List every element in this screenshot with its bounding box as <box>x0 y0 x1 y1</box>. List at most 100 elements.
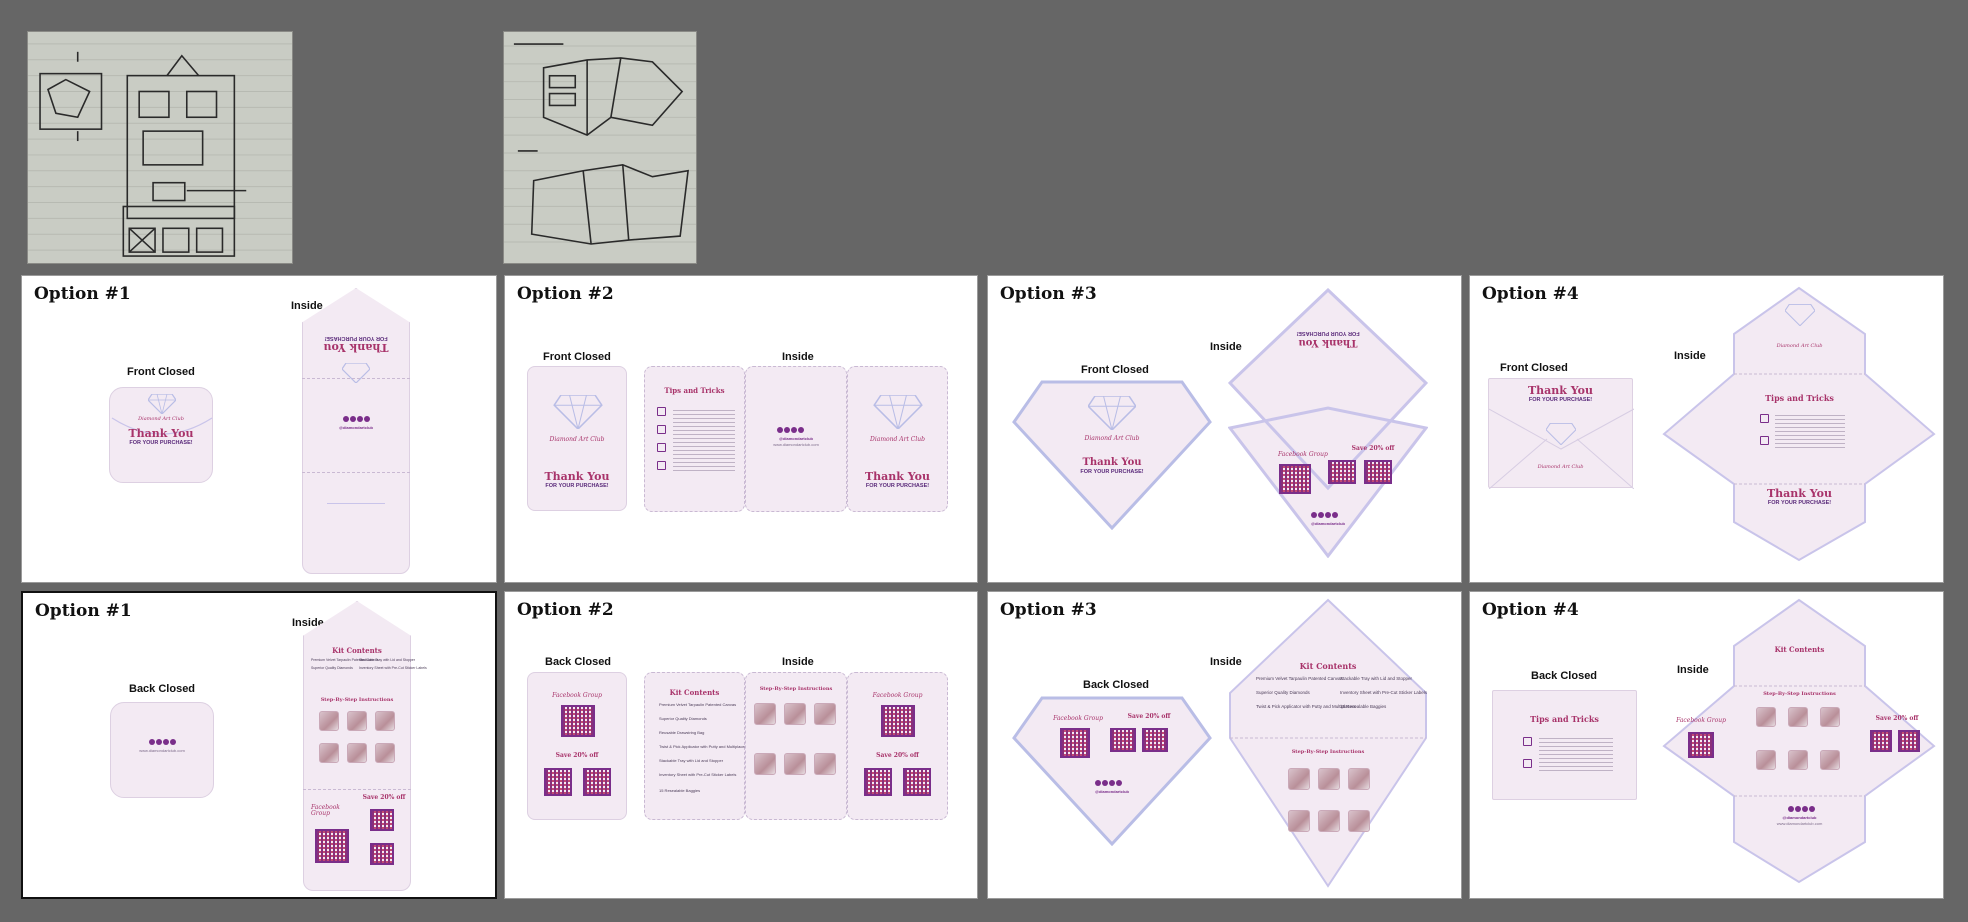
step-photo <box>1756 707 1776 727</box>
inside-center-panel[interactable]: Step-By-Step Instructions <box>745 672 847 820</box>
kit-item: Superior Quality Diamonds <box>311 666 353 670</box>
board-option-4-back[interactable]: Option #4 Back Closed Inside Tips and Tr… <box>1469 591 1944 899</box>
inside-panel[interactable] <box>1228 598 1428 888</box>
inside-left-panel[interactable]: Kit Contents Premium Velvet Tarpaulin Pa… <box>644 672 748 820</box>
tip-icon <box>1760 414 1769 423</box>
for-purchase-text: FOR YOUR PURCHASE! <box>1296 330 1360 336</box>
kit-item: 15 Resealable Baggies <box>659 788 701 793</box>
front-closed-label: Front Closed <box>127 366 195 378</box>
facebook-group-text: Facebook Group <box>872 692 923 699</box>
back-closed-card[interactable]: Facebook Group Save 20% off <box>527 672 627 820</box>
back-closed-label: Back Closed <box>1083 679 1150 691</box>
inside-panel[interactable] <box>302 288 410 574</box>
handle-text: @diamondartclub <box>779 436 813 441</box>
diamond-icon <box>1785 304 1815 326</box>
back-closed-card[interactable]: Tips and Tricks <box>1492 690 1637 800</box>
inside-left-panel[interactable]: Tips and Tricks <box>644 366 745 512</box>
for-purchase-text: FOR YOUR PURCHASE! <box>545 483 609 489</box>
website-text: www.diamondartclub.com <box>773 442 819 447</box>
social-icons <box>149 739 176 745</box>
inside-label: Inside <box>1210 341 1242 353</box>
social-icons <box>1095 780 1122 786</box>
inside-right-panel[interactable]: Diamond Art Club Thank You FOR YOUR PURC… <box>847 366 948 512</box>
qr-code-icon <box>1870 730 1892 752</box>
front-closed-label: Front Closed <box>1500 362 1568 374</box>
save-offer-text: Save 20% off <box>1875 715 1919 722</box>
back-closed-card[interactable]: www.diamondartclub.com <box>110 702 214 798</box>
thank-you-flipped: Thank You FOR YOUR PURCHASE! <box>1228 321 1428 351</box>
qr-code-icon <box>903 768 931 796</box>
kit-item: Superior Quality Diamonds <box>659 716 707 721</box>
front-closed-label: Front Closed <box>1081 364 1149 376</box>
sketch-photo-2[interactable] <box>503 31 697 264</box>
inside-center-panel[interactable]: @diamondartclub www.diamondartclub.com <box>745 366 847 512</box>
save-offer-text: Save 20% off <box>1127 713 1171 720</box>
step-photo <box>784 703 806 725</box>
step-photo <box>814 753 836 775</box>
kit-item: Twist & Pick Applicator with Putty and M… <box>659 744 748 749</box>
board-option-2-front[interactable]: Option #2 Front Closed Inside Diamond Ar… <box>504 275 978 583</box>
qr-code-icon <box>864 768 892 796</box>
board-title: Option #2 <box>517 284 614 304</box>
for-purchase-text: FOR YOUR PURCHASE! <box>1767 500 1832 506</box>
board-option-3-front[interactable]: Option #3 Front Closed Inside Diamond Ar… <box>987 275 1462 583</box>
diamond-icon <box>1088 396 1136 430</box>
website-text: www.diamondartclub.com <box>1776 821 1823 826</box>
front-closed-card[interactable]: Thank You FOR YOUR PURCHASE! Diamond Art… <box>1488 378 1634 489</box>
thank-you-flipped: Thank You FOR YOUR PURCHASE! <box>302 321 410 361</box>
kit-item: 15 Resealable Baggies <box>1340 704 1387 709</box>
qr-code-icon <box>544 768 572 796</box>
step-photo <box>1756 750 1776 770</box>
tip-icon <box>1523 759 1532 768</box>
hand-sketch-drawing <box>28 43 292 257</box>
tip-icon <box>1760 436 1769 445</box>
inside-panel[interactable] <box>1662 596 1937 886</box>
board-option-1-front[interactable]: Option #1 Front Closed Inside Diamond Ar… <box>21 275 497 583</box>
kit-item: Twist & Pick Applicator with Putty and M… <box>1256 704 1357 709</box>
step-photo <box>1348 768 1370 790</box>
kit-item: Stackable Tray with Lid and Stopper <box>359 658 416 662</box>
diamond-icon <box>1546 423 1576 445</box>
front-closed-card[interactable]: Diamond Art Club Thank You FOR YOUR PURC… <box>109 387 213 483</box>
inside-label: Inside <box>782 656 814 668</box>
step-photo <box>347 711 367 731</box>
qr-code-icon <box>1110 728 1136 752</box>
inside-right-panel[interactable]: Facebook Group Save 20% off <box>847 672 948 820</box>
qr-code-icon <box>1060 728 1090 758</box>
save-offer-text: Save 20% off <box>362 794 406 801</box>
board-option-1-back[interactable]: Option #1 Back Closed Inside www.diamond… <box>21 591 497 899</box>
qr-code-icon <box>1898 730 1920 752</box>
board-option-4-front[interactable]: Option #4 Front Closed Inside Thank You … <box>1469 275 1944 583</box>
front-closed-card[interactable]: Diamond Art Club Thank You FOR YOUR PURC… <box>527 366 627 511</box>
tip-icon <box>657 407 666 416</box>
tips-title: Tips and Tricks <box>664 386 725 395</box>
kit-title: Kit Contents <box>332 646 382 655</box>
qr-code-icon <box>315 829 349 863</box>
step-photo <box>1820 707 1840 727</box>
inside-label: Inside <box>1677 664 1709 676</box>
envelope-folds <box>1489 408 1634 489</box>
kit-title: Kit Contents <box>1299 661 1357 671</box>
board-option-2-back[interactable]: Option #2 Back Closed Inside Facebook Gr… <box>504 591 978 899</box>
for-purchase-text: FOR YOUR PURCHASE! <box>1080 469 1144 475</box>
board-title: Option #1 <box>35 601 132 621</box>
step-photo <box>1318 768 1340 790</box>
kit-item: Premium Velvet Tarpaulin Patented Canvas <box>311 658 379 662</box>
board-title: Option #3 <box>1000 284 1097 304</box>
board-option-3-back[interactable]: Option #3 Back Closed Inside Facebook Gr… <box>987 591 1462 899</box>
save-offer-text: Save 20% off <box>876 752 919 759</box>
handle-text: @diamondartclub <box>339 425 373 430</box>
qr-code-icon <box>1364 460 1392 484</box>
front-closed-card[interactable] <box>1012 380 1212 530</box>
step-photo <box>319 711 339 731</box>
sketch-photo-1[interactable] <box>27 31 293 264</box>
for-purchase-text: FOR YOUR PURCHASE! <box>324 335 388 341</box>
step-photo <box>319 743 339 763</box>
diamond-icon <box>873 395 923 429</box>
thank-you-text: Thank You <box>1528 384 1593 397</box>
qr-code-icon <box>370 809 394 831</box>
step-photo <box>1788 707 1808 727</box>
handle-text: @diamondartclub <box>1095 789 1129 794</box>
brand-logo: Diamond Art Club <box>1084 435 1140 442</box>
tips-title: Tips and Tricks <box>1530 714 1599 724</box>
